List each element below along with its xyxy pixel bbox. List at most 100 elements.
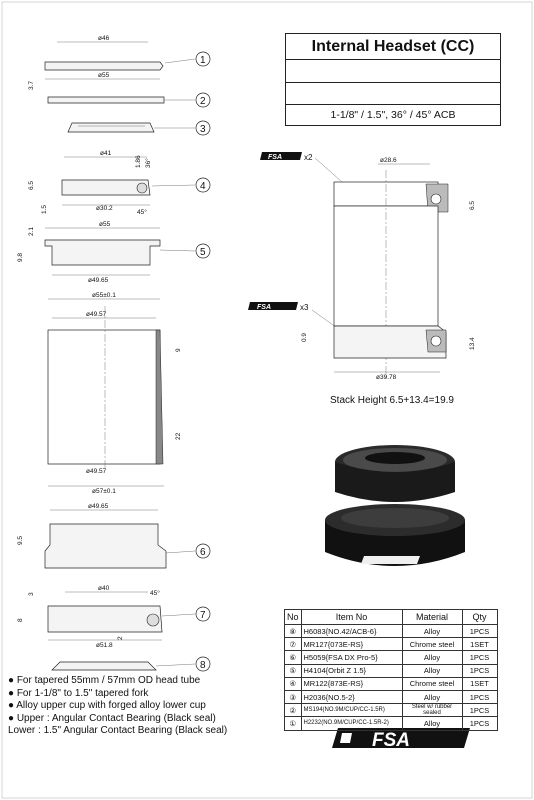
cell-qty: 1PCS [461, 623, 498, 639]
part-4-top-diameter: ø41 [100, 150, 112, 157]
part-4-dim-1: 1.86 [135, 155, 142, 168]
cell-no: ① [284, 716, 302, 731]
assembly-bottom-diameter: ø39.78 [376, 374, 397, 381]
product-spec: 1-1/8" / 1.5", 36° / 45° ACB [330, 109, 456, 121]
stack-height: Stack Height 6.5+13.4=19.9 [330, 395, 454, 406]
brand-name: FSA [372, 730, 410, 751]
callouts: 1 2 3 4 5 6 7 8 [195, 51, 211, 672]
part-5-dim-1: 2.1 [28, 227, 35, 236]
part-1-height: 3.7 [28, 81, 35, 90]
table-row: ① H2232(NO.9M/CUP/CC-1.5R-2) Alloy 1PCS [284, 716, 498, 731]
part-5-dim-2: 9.8 [17, 253, 24, 262]
blank-row-2 [286, 83, 500, 105]
part-4-bearing-drawing: ø41 ø30.2 45° 6.5 1.5 1.86 36° [28, 150, 196, 216]
part-3-compression-ring-drawing [67, 122, 195, 133]
notes-list: ● For tapered 55mm / 57mm OD head tube ●… [8, 675, 278, 738]
fsa-logo-top-icon: FSA [260, 152, 302, 161]
svg-text:FSA: FSA [268, 154, 282, 161]
table-row: ⑥ H5059{FSA DX Pro-5} Alloy 1PCS [284, 650, 498, 665]
callout-6: 6 [200, 547, 206, 558]
head-tube-inner-diameter: ø49.57 [86, 311, 107, 318]
part-5-crown-race-drawing: ø55 ø49.65 2.1 9.8 [17, 221, 196, 284]
callout-7: 7 [200, 610, 206, 621]
part-7-lower-bearing-drawing: ø40 45° 3 8 ø51.8 2 [17, 585, 196, 649]
assembly-fsa-bottom-qty: x3 [300, 303, 309, 312]
assembly-small-height: 0.9 [301, 333, 308, 342]
cell-no: ⑥ [284, 650, 302, 665]
cell-material: Chrome steel [401, 676, 463, 691]
table-row: ⑤ H4104{Orbit Z 1.5} Alloy 1PCS [284, 663, 498, 678]
part-1-cup-drawing: ø46 ø55 3.7 [28, 35, 196, 90]
cell-material: Alloy [401, 650, 463, 665]
cell-material: Alloy [401, 716, 463, 731]
blank-row-1 [286, 60, 500, 83]
cell-item: H2036{NO.5-2} [300, 689, 403, 705]
part-6-height: 9.5 [17, 536, 24, 545]
product-title: Internal Headset (CC) [286, 34, 500, 60]
cell-qty: 1SET [461, 637, 498, 652]
fsa-brand-logo-icon: FSA [332, 728, 470, 751]
part-7-low: 2 [117, 636, 124, 640]
part-6-lower-cup-drawing: ø49.65 9.5 [17, 503, 196, 569]
note-item: ● For tapered 55mm / 57mm OD head tube [8, 675, 201, 686]
cell-item: MR127{073E-RS} [300, 637, 403, 652]
note-item: Lower : 1.5" Angular Contact Bearing (Bl… [8, 725, 228, 737]
part-4-height: 6.5 [28, 181, 35, 190]
cell-qty: 1PCS [461, 689, 498, 705]
cell-qty: 1PCS [461, 716, 498, 731]
parts-table: No Item No Material Qty ⑧ H6083{NO.42/AC… [284, 609, 498, 731]
part-6-top-diameter: ø49.65 [88, 503, 109, 510]
svg-text:FSA: FSA [257, 304, 271, 311]
cell-no: ② [284, 703, 302, 718]
cell-material: Steel w/ rubber sealed [401, 703, 463, 718]
head-tube-depth-2: 22 [175, 432, 182, 440]
product-photo [325, 445, 465, 566]
cell-item: MR122{873E-RS} [300, 676, 403, 691]
table-row: ② MS194(NO.9M/CUP/CC-1.5R) Steel w/ rubb… [284, 703, 498, 718]
column-header-qty: Qty [461, 609, 498, 625]
part-1-bottom-diameter: ø55 [98, 72, 110, 79]
part-7-dim-1: 3 [28, 592, 35, 596]
cell-no: ⑦ [284, 637, 302, 652]
cell-item: H4104{Orbit Z 1.5} [300, 663, 403, 678]
cell-qty: 1PCS [461, 703, 498, 718]
part-4-low-height: 1.5 [41, 205, 48, 214]
callout-2: 2 [200, 96, 206, 107]
cell-item: H6083{NO.42/ACB-6} [300, 623, 403, 639]
part-4-dim-2: 36° [144, 158, 152, 168]
cell-item: H5059{FSA DX Pro-5} [300, 650, 403, 665]
column-header-item: Item No [300, 609, 403, 625]
assembly-top-height: 6.5 [469, 201, 476, 210]
fsa-logo-bottom-icon: FSA [248, 302, 298, 311]
column-header-material: Material [401, 609, 463, 625]
note-item: ● Upper : Angular Contact Bearing (Black… [8, 712, 216, 724]
cell-no: ④ [284, 676, 302, 691]
head-tube-bottom-diameter: ø57±0.1 [92, 488, 116, 495]
part-7-top-diameter: ø40 [98, 585, 110, 592]
cell-material: Chrome steel [401, 637, 463, 652]
part-8-crown-race-drawing [51, 661, 196, 671]
head-tube-inner-diameter-2: ø49.57 [86, 468, 107, 475]
head-tube-drawing: ø55±0.1 ø49.57 ø49.57 ø57±0.1 9 22 [47, 292, 182, 495]
cell-item: MS194(NO.9M/CUP/CC-1.5R) [300, 703, 403, 718]
cell-qty: 1PCS [461, 650, 498, 665]
table-row: ③ H2036{NO.5-2} Alloy 1PCS [284, 689, 498, 705]
head-tube-top-diameter: ø55±0.1 [92, 292, 116, 299]
part-7-bottom-diameter: ø51.8 [96, 642, 113, 649]
cell-material: Alloy [401, 623, 463, 639]
callout-8: 8 [200, 660, 206, 671]
cell-qty: 1PCS [461, 663, 498, 678]
assembly-lower-height: 13.4 [469, 337, 476, 350]
cell-qty: 1SET [461, 676, 498, 691]
callout-5: 5 [200, 247, 206, 258]
cell-item: H2232(NO.9M/CUP/CC-1.5R-2) [300, 716, 403, 731]
table-row: ⑦ MR127{073E-RS} Chrome steel 1SET [284, 637, 498, 652]
part-4-bottom-diameter: ø30.2 [96, 205, 113, 212]
head-tube-depth-1: 9 [175, 348, 182, 352]
table-row: ⑧ H6083{NO.42/ACB-6} Alloy 1PCS [284, 623, 498, 639]
part-7-angle: 45° [150, 589, 160, 597]
part-4-angle: 45° [137, 208, 147, 216]
part-2-seal-drawing [47, 96, 195, 104]
table-header-row: No Item No Material Qty [284, 609, 498, 625]
